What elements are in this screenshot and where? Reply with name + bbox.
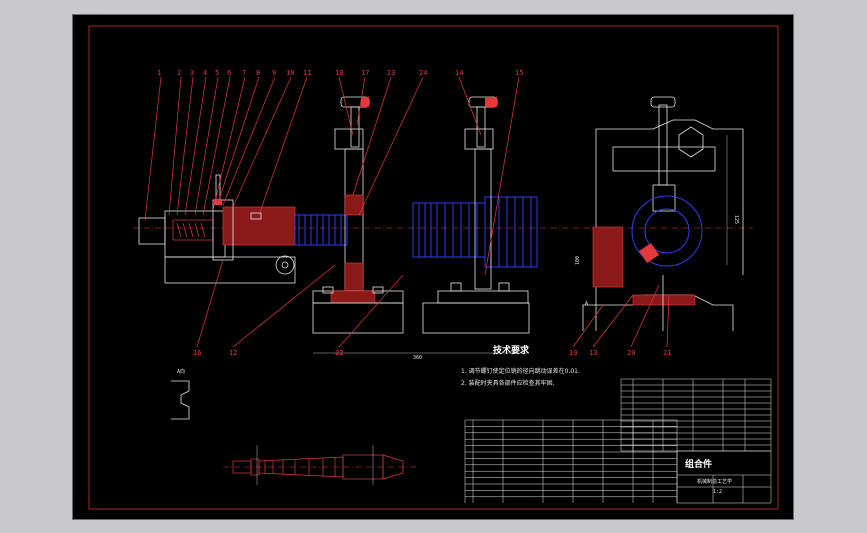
a-view-detail: A向: [171, 368, 190, 420]
callout-21: 21: [663, 349, 671, 357]
callout-leaders: [144, 76, 670, 348]
callout-2: 2: [177, 69, 181, 77]
dim-length: 360: [413, 355, 422, 361]
callout-11: 11: [303, 69, 311, 77]
collet-workpiece: [294, 196, 538, 268]
callout-14: 14: [455, 69, 463, 77]
callout-19: 19: [569, 349, 577, 357]
right-fixture: [582, 96, 744, 331]
callout-7: 7: [242, 69, 246, 77]
cad-drawing-viewport[interactable]: 1 2 3 4 5 6 7 8 9 10 11 18 17 23 24 14 1…: [72, 14, 794, 520]
callout-6: 6: [227, 69, 231, 77]
callout-10: 10: [286, 69, 294, 77]
left-fixture: [138, 174, 296, 284]
title-block-scale: 1:2: [713, 489, 722, 495]
tech-title: 技术要求: [493, 344, 530, 356]
support-column-1: [312, 96, 404, 334]
title-block-class: 机械制造工艺学: [697, 478, 732, 485]
title-block-name: 组合件: [685, 458, 712, 470]
callout-4: 4: [203, 69, 207, 77]
callout-23: 23: [387, 69, 395, 77]
technical-requirements: 技术要求 1. 调节螺钉使定位销的径向跳动误差在0.01. 2. 装配时夹具各部…: [461, 344, 580, 387]
parts-list-table: [464, 378, 772, 504]
dim-height: 125: [733, 215, 739, 224]
callout-17: 17: [361, 69, 369, 77]
support-column-2: [422, 96, 530, 334]
callout-16: 16: [193, 349, 201, 357]
drawing-frame: [88, 25, 779, 510]
tech-item-1: 1. 调节螺钉使定位销的径向跳动误差在0.01.: [461, 367, 580, 375]
callout-13: 13: [589, 349, 597, 357]
callout-18: 18: [335, 69, 343, 77]
callout-20: 20: [627, 349, 635, 357]
callout-numbers-top: 1 2 3 4 5 6 7 8 9 10 11 18 17 23 24 14 1…: [157, 69, 523, 77]
assembly-drawing: 1 2 3 4 5 6 7 8 9 10 11 18 17 23 24 14 1…: [88, 25, 779, 510]
callout-5: 5: [215, 69, 219, 77]
dim-small: 100: [575, 256, 581, 265]
tech-item-2: 2. 装配时夹具各部件应检查其牢固.: [461, 379, 555, 387]
section-label: A: [585, 301, 588, 307]
a-view-label: A向: [177, 368, 185, 375]
callout-24: 24: [419, 69, 427, 77]
callout-8: 8: [256, 69, 260, 77]
callout-15: 15: [515, 69, 523, 77]
callout-9: 9: [272, 69, 276, 77]
workpiece-profile: [223, 445, 417, 485]
callout-3: 3: [190, 69, 194, 77]
callout-1: 1: [157, 69, 161, 77]
callout-12: 12: [229, 349, 237, 357]
